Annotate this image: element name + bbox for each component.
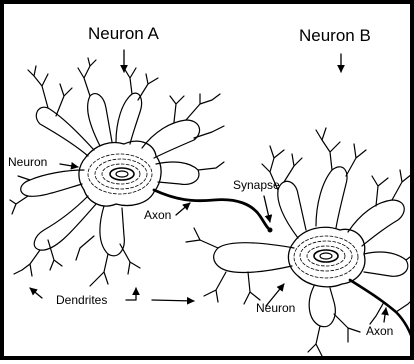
label-arrows — [30, 50, 386, 322]
axon-label: Axon — [144, 209, 171, 221]
neuron-diagram — [4, 4, 414, 364]
synapse-label: Synapse — [233, 179, 280, 191]
neuron-a-label: Neuron A — [88, 25, 159, 42]
neuron-a-cell-body — [79, 141, 161, 206]
neuron-b-cell-body — [288, 227, 364, 287]
axon-b-label: Axon — [366, 325, 393, 337]
dendrites-label: Dendrites — [56, 294, 107, 306]
neuron-b-cell-label: Neuron — [256, 302, 295, 314]
neuron-a-cell-label: Neuron — [8, 156, 47, 168]
neuron-b-label: Neuron B — [299, 27, 371, 44]
neuron-b-dendrites — [186, 128, 414, 356]
